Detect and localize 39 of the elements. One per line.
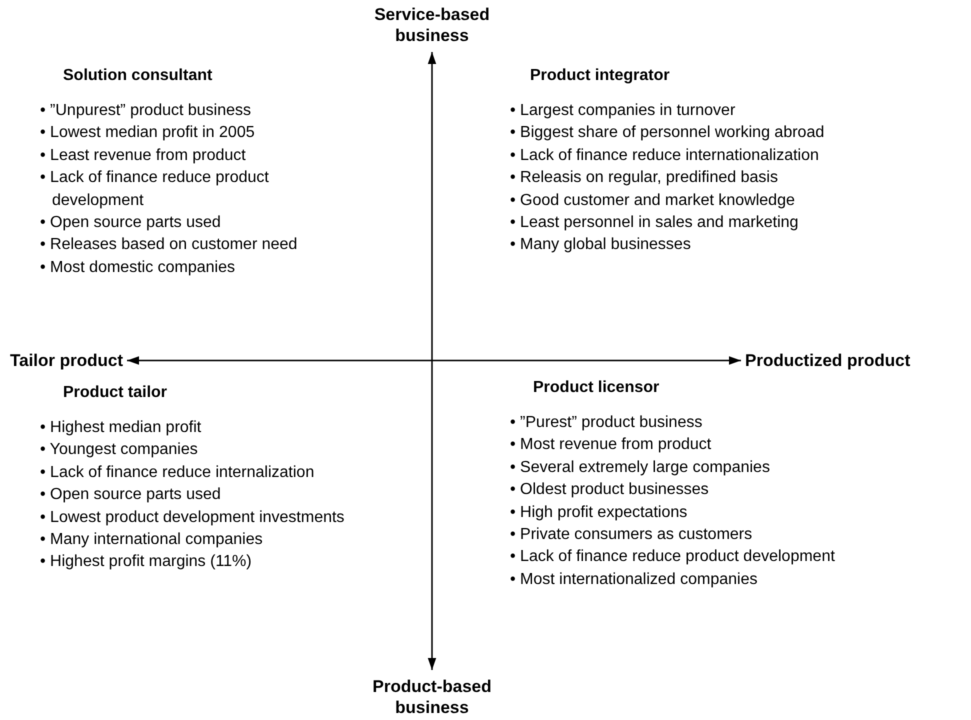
bullet-item: • Least revenue from product: [40, 146, 247, 166]
bullet-item: • Most internationalized companies: [510, 570, 759, 590]
bullet-item: • Lack of finance reduce internationalization: [510, 146, 820, 166]
axis-arrow: [428, 52, 436, 670]
bullet-item: • Biggest share of personnel working abroad: [510, 123, 826, 144]
bullet-item: • Lack of finance reduce internalization: [40, 462, 316, 483]
bullet-item: • Private consumers as customers: [510, 525, 754, 546]
bullet-item: • Least personnel in sales and marketing: [510, 213, 800, 234]
bullet-item: • Releases based on customer need: [40, 235, 298, 256]
bullet-item: • Highest median profit: [40, 418, 202, 438]
quadrant-heading: Product tailor: [62, 383, 168, 403]
axis-label: Productized product: [745, 350, 910, 371]
quadrant-heading: Product integrator: [529, 66, 671, 86]
axis-label: Service-based business: [373, 4, 491, 46]
bullet-item: • ”Purest” product business: [510, 413, 704, 433]
quadrant-heading: Product licensor: [532, 378, 660, 398]
bullet-item: • Lowest product development investments: [40, 508, 346, 528]
bullet-item: • Open source parts used: [40, 485, 222, 506]
bullet-item: • Releasis on regular, predifined basis: [510, 168, 779, 188]
bullet-item: • Lowest median profit in 2005: [40, 123, 256, 144]
bullet-item: • Lack of finance reduce product development: [40, 168, 270, 211]
axis-arrow: [127, 356, 741, 365]
bullet-item: • Youngest companies: [40, 440, 199, 460]
bullet-item: • Good customer and market knowledge: [510, 190, 796, 211]
bullet-item: • Most domestic companies: [40, 258, 236, 278]
bullet-item: • Many global businesses: [510, 235, 692, 256]
bullet-item: • Most revenue from product: [510, 435, 712, 456]
bullet-item: • High profit expectations: [510, 502, 688, 523]
quadrant-heading: Solution consultant: [62, 66, 214, 86]
bullet-item: • ”Unpurest” product business: [40, 101, 252, 121]
bullet-item: • Many international companies: [40, 530, 264, 550]
bullet-item: • Highest profit margins (11%): [40, 552, 253, 572]
axis-label: Tailor product: [10, 350, 124, 371]
bullet-item: • Open source parts used: [40, 213, 222, 234]
axis-label: Product-based business: [371, 676, 493, 718]
bullet-item: • Largest companies in turnover: [510, 101, 736, 121]
bullet-item: • Lack of finance reduce product development: [510, 547, 836, 568]
bullet-item: • Several extremely large companies: [510, 458, 771, 478]
bullet-item: • Oldest product businesses: [510, 480, 710, 500]
